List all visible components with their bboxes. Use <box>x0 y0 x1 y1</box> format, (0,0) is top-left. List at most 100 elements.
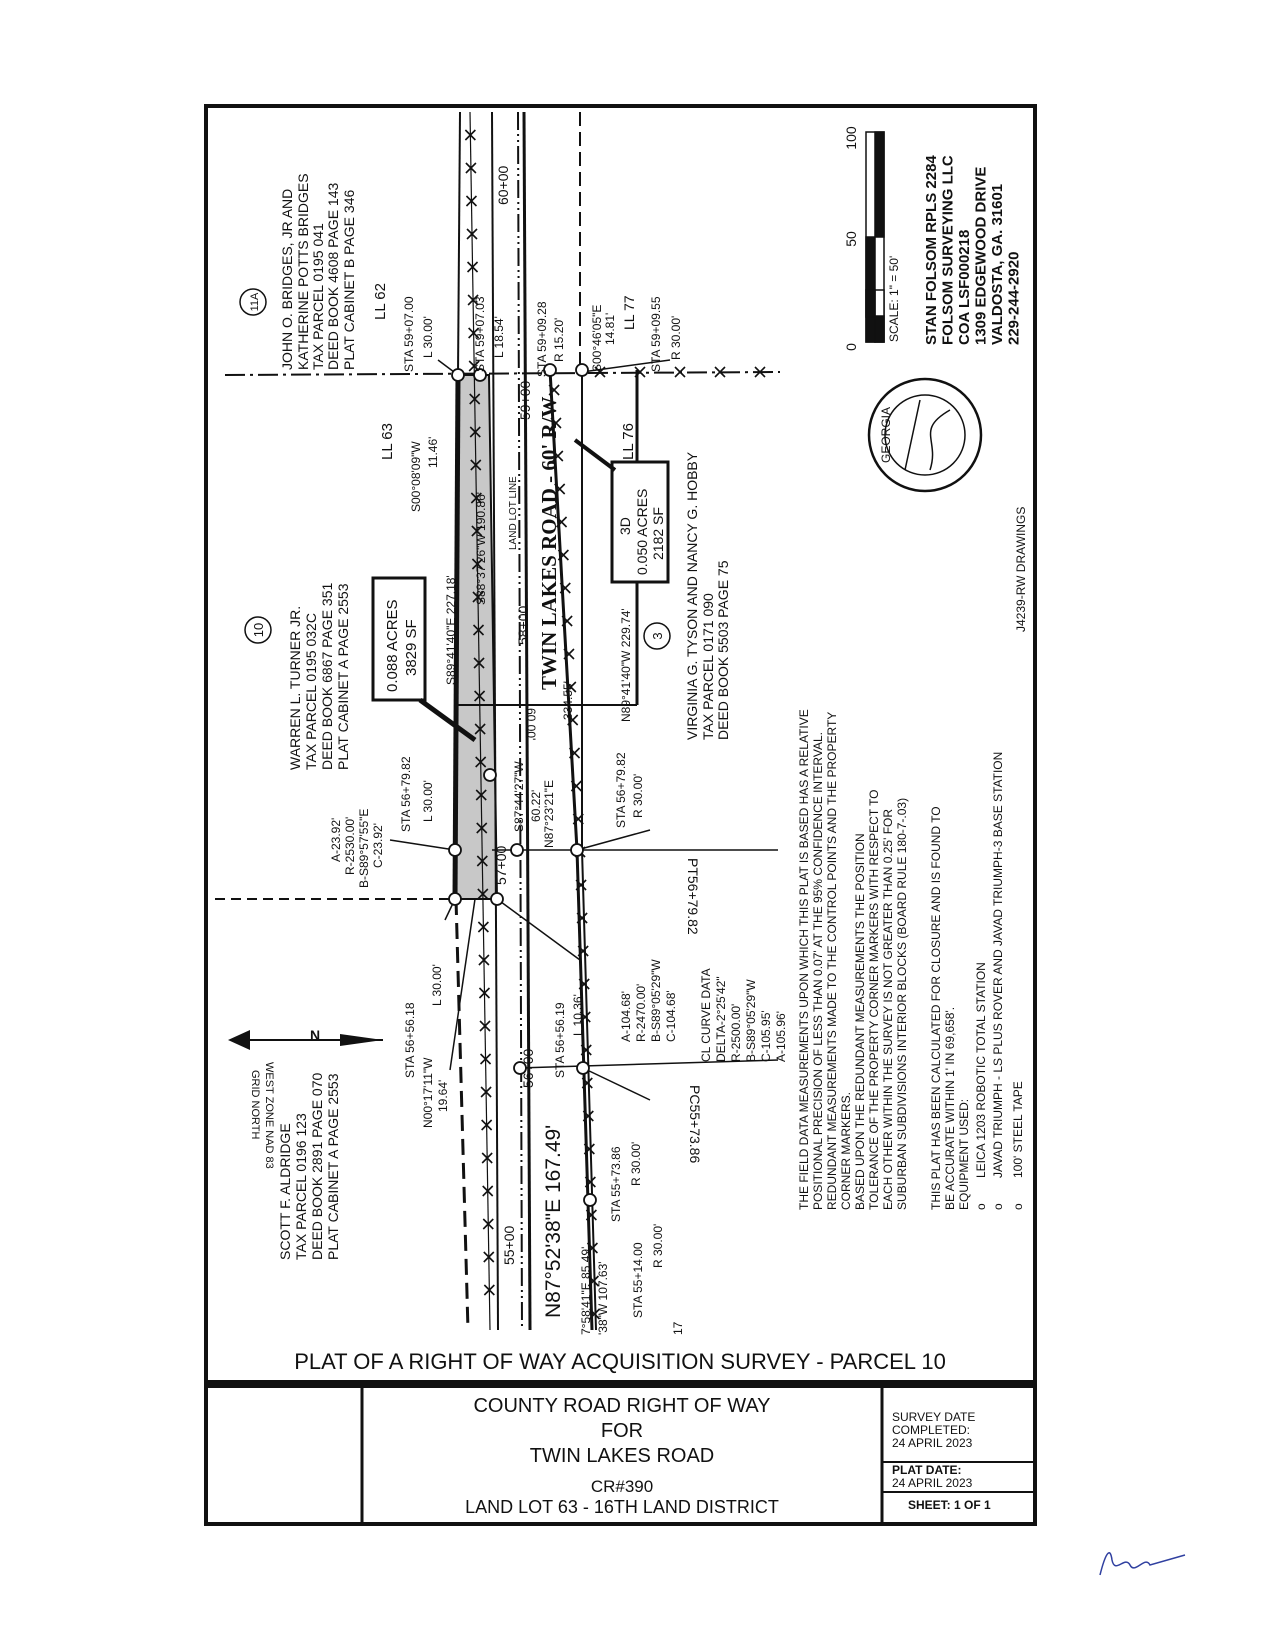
fence-x-mark <box>576 912 588 924</box>
dimension-label: STA 59+09.55 <box>649 296 663 372</box>
fence-x-mark <box>588 1308 601 1320</box>
bullet: o <box>1011 1203 1025 1210</box>
owner-10-line: DEED BOOK 6867 PAGE 351 <box>319 583 335 770</box>
fence-wire <box>469 111 491 1331</box>
dimension-label: L 30.00' <box>421 780 435 822</box>
dimension-label: STA 59+07.03 <box>473 296 487 372</box>
station-56: 56+00 <box>520 1048 536 1088</box>
parcel-10-id: 10 <box>251 623 266 637</box>
fence-x-mark <box>552 450 564 462</box>
dimension-label: B-S89°57'55"E <box>357 809 371 888</box>
dimension-label: R 30.00' <box>651 1224 665 1268</box>
fence-x-mark <box>554 483 566 495</box>
fence-x-mark <box>580 1044 592 1056</box>
owner-11a-line: DEED BOOK 4608 PAGE 143 <box>325 183 341 370</box>
fence-x-mark <box>478 954 490 966</box>
fence-x-mark <box>579 1011 591 1023</box>
fence-x-mark <box>481 1152 493 1164</box>
property-corner-marker <box>483 768 497 782</box>
scale-tick-0: 0 <box>843 343 859 351</box>
fence-x-mark <box>482 1218 494 1230</box>
fence-x-mark <box>479 1020 491 1032</box>
signature <box>1099 1552 1186 1576</box>
fence-x-mark <box>482 1185 494 1197</box>
owner-3-line: DEED BOOK 5503 PAGE 75 <box>715 560 731 740</box>
sheet-number: SHEET: 1 OF 1 <box>908 1498 991 1512</box>
fence-x-mark <box>477 888 489 900</box>
fence-x-mark <box>586 1242 599 1254</box>
row-line-right-parcel10 <box>491 111 499 1331</box>
curve-data-left: C-104.68' <box>664 990 678 1042</box>
station-58: 58+00 <box>515 605 531 645</box>
property-corners <box>448 363 597 1207</box>
parcel3d-leader <box>573 438 617 472</box>
fence-x-mark <box>674 366 686 378</box>
fence-line <box>464 111 766 1331</box>
leader-k <box>576 829 651 851</box>
parcel-3-id: 3 <box>650 632 665 639</box>
owner-10-line: TAX PARCEL 0195 032C <box>303 613 319 770</box>
dimension-label: L 30.00' <box>430 964 444 1006</box>
surveyor-line: 1309 EDGEWOOD DRIVE <box>973 167 990 345</box>
fence-x-mark <box>754 366 766 378</box>
property-corner-marker <box>576 1061 590 1075</box>
owner-3-line: TAX PARCEL 0171 090 <box>700 593 716 740</box>
dimension-label: R-2530.00' <box>343 817 357 875</box>
fence-x-mark <box>471 558 483 570</box>
owner-aldridge-line: TAX PARCEL 0196 123 <box>293 1113 309 1260</box>
fence-x-mark <box>561 615 573 627</box>
fence-x-mark <box>714 366 726 378</box>
plat-title: PLAT OF A RIGHT OF WAY ACQUISITION SURVE… <box>294 1349 946 1374</box>
fence-x-mark <box>466 261 479 273</box>
cl-curve-data: B-S89°05'29"W <box>744 979 758 1062</box>
title-block-border <box>204 1384 1037 1526</box>
dimension-label: N00°17'11"W <box>421 1057 435 1128</box>
fence-x-mark <box>468 327 480 339</box>
fence-x-mark <box>587 1275 600 1287</box>
dimension-label: STA 56+56.18 <box>403 1002 417 1078</box>
parcel10-sf: 3829 SF <box>403 619 420 676</box>
fence-x-mark <box>476 855 488 867</box>
dimension-label: S88°37'26"W 190.86' <box>474 492 488 605</box>
fence-x-mark <box>575 879 587 891</box>
property-corner-marker <box>575 363 589 377</box>
north-arrow-label: GRID NORTH <box>249 1070 261 1140</box>
note-line: BE ACCURATE WITHIN 1' IN 69,658'. <box>943 1007 957 1210</box>
property-corner-marker <box>583 1193 597 1207</box>
survey-date-label: SURVEY DATE <box>892 1410 975 1424</box>
dimension-label: 11.46' <box>426 437 440 468</box>
dimension-label: L 10.36' <box>571 994 585 1036</box>
fence-x-mark <box>470 459 482 471</box>
north-arrow-datum: WEST ZONE NAD 83 <box>263 1062 275 1169</box>
note-line: POSITIONAL PRECISION OF LESS THAN 0.07' … <box>811 732 825 1210</box>
fence-x-mark <box>583 1143 595 1155</box>
surveyor-line: STAN FOLSOM RPLS 2284 <box>923 155 940 345</box>
fence-x-mark <box>555 516 568 528</box>
fence-x-mark <box>581 1077 593 1089</box>
dimension-label: S87°44'27"W <box>512 761 526 832</box>
parcel-11a-circle <box>239 288 267 316</box>
road-name: TWIN LAKES ROAD - 60' R/W <box>537 397 561 690</box>
owner-10-line: WARREN L. TURNER JR. <box>287 606 303 770</box>
land-lot-76: LL 76 <box>620 423 637 460</box>
note-line: EQUIPMENT USED: <box>957 1099 971 1210</box>
fence-x-mark <box>548 384 560 396</box>
title-line-1: COUNTY ROAD RIGHT OF WAY <box>473 1395 770 1417</box>
note-line: CORNER MARKERS. <box>839 1092 853 1210</box>
surveyor-line: VALDOSTA, GA. 31601 <box>989 184 1006 345</box>
equipment-item: LEICA 1203 ROBOTIC TOTAL STATION <box>974 962 988 1178</box>
fence-x-mark <box>584 1176 596 1188</box>
dimension-label: STA 55+14.00 <box>631 1242 645 1318</box>
parcel-3-circle <box>643 622 671 650</box>
fence-x-mark <box>467 294 479 306</box>
fence-x-mark <box>474 723 486 735</box>
fence-x-mark <box>563 648 575 660</box>
owner-11a-line: PLAT CABINET B PAGE 346 <box>341 190 357 370</box>
pt-station-label: PT56+79.82 <box>685 858 701 935</box>
road-centerline <box>522 111 532 1331</box>
dimension-60-label: 60.00' <box>524 708 538 740</box>
road-geometry <box>215 111 781 1331</box>
title-line-3: TWIN LAKES ROAD <box>530 1445 714 1467</box>
note-line: TOLERANCE OF THE PROPERTY CORNER MARKERS… <box>867 789 881 1210</box>
fence-x-mark <box>465 195 478 207</box>
